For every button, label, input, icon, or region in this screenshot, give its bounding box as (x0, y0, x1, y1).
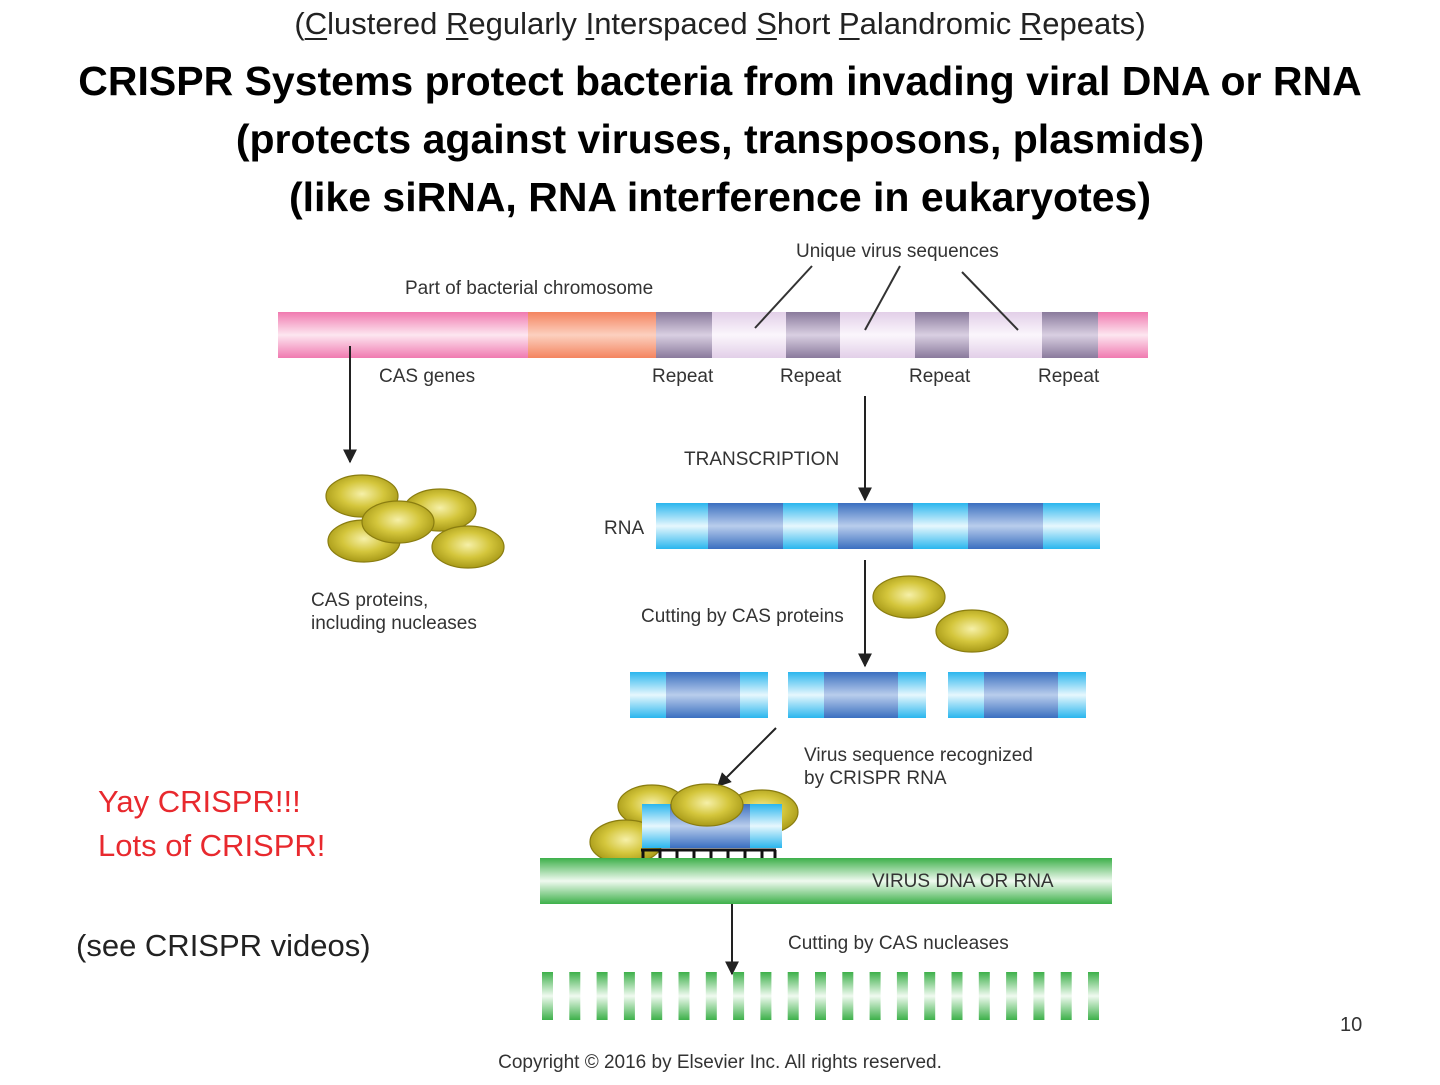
virus-fragment (951, 972, 963, 1020)
acronym-expansion: (Clustered Regularly Interspaced Short P… (294, 6, 1146, 41)
repeat-label-2: Repeat (780, 366, 842, 387)
unique-virus-sequences-label: Unique virus sequences (796, 241, 999, 262)
virus-fragment (596, 972, 608, 1020)
acronym-initial: I (585, 6, 595, 41)
acronym-word-rest: epeats (1042, 6, 1136, 41)
virus-fragment (978, 972, 990, 1020)
page-number: 10 (1340, 1014, 1363, 1036)
repeat-label-1: Repeat (652, 366, 714, 387)
acronym-word-rest: alandromic (859, 6, 1020, 41)
acronym-word-rest: lustered (327, 6, 446, 41)
virus-fragments (542, 972, 1099, 1020)
slide-title-line-2: (protects against viruses, transposons, … (235, 116, 1205, 162)
crispr-rna-fragments (630, 672, 1086, 718)
virus-fragment (815, 972, 826, 1020)
arrow-recognition (717, 727, 777, 787)
repeat-segment (915, 312, 969, 358)
cas-protein (670, 783, 744, 827)
virus-fragment (1006, 972, 1018, 1020)
spacer-segment (969, 312, 1042, 358)
repeat-segment (656, 312, 712, 358)
cas-protein (935, 609, 1009, 653)
repeat-segment (786, 312, 840, 358)
virus-fragment (869, 972, 881, 1020)
virus-fragment (842, 972, 854, 1020)
virus-fragment (623, 972, 635, 1020)
crispr-rna-fragment (788, 672, 926, 718)
slide-title-line-3: (like siRNA, RNA interference in eukaryo… (288, 174, 1152, 220)
virus-fragment (1088, 972, 1099, 1020)
virus-recognized-label-line-1: Virus sequence recognized (804, 745, 1033, 766)
cas-proteins-cluster (325, 474, 505, 569)
cas-genes-segment (528, 312, 656, 358)
virus-fragment (651, 972, 663, 1020)
spacer-segment (840, 312, 915, 358)
virus-fragment (787, 972, 799, 1020)
virus-dna-label: VIRUS DNA OR RNA (872, 871, 1054, 892)
acronym-initial: C (304, 6, 328, 41)
cutting-by-cas-proteins-label: Cutting by CAS proteins (641, 606, 844, 627)
slide-title-line-1: CRISPR Systems protect bacteria from inv… (78, 58, 1362, 104)
cutting-cas-proteins (872, 575, 1009, 653)
cas-proteins-label-line-1: CAS proteins, (311, 590, 428, 611)
virus-fragment (542, 972, 553, 1020)
rna-transcript (656, 503, 1100, 549)
crispr-rna-fragment (948, 672, 1086, 718)
virus-sequence-pointers (754, 265, 1019, 331)
acronym-initial: P (838, 6, 860, 41)
acronym-initial: R (1019, 6, 1043, 41)
crispr-rna-fragment (630, 672, 768, 718)
cas-protein (361, 500, 435, 544)
cas-proteins-label-line-2: including nucleases (311, 613, 477, 634)
acronym-word-rest: hort (776, 6, 839, 41)
virus-fragment (1033, 972, 1045, 1020)
cas-protein (431, 525, 505, 569)
virus-fragment (1060, 972, 1072, 1020)
rna-label: RNA (604, 518, 644, 539)
virus-dna-strand (540, 858, 1112, 904)
virus-fragment (760, 972, 772, 1020)
cas-protein (872, 575, 946, 619)
bacterial-chromosome-label: Part of bacterial chromosome (405, 278, 653, 299)
annotation-line-1: Yay CRISPR!!! (98, 784, 301, 819)
virus-recognized-label-line-2: by CRISPR RNA (804, 768, 947, 789)
repeat-segment (1042, 312, 1098, 358)
annotation-line-2: Lots of CRISPR! (98, 828, 326, 863)
virus-fragment (569, 972, 581, 1020)
virus-fragment (896, 972, 908, 1020)
acronym-word-rest: nterspaced (594, 6, 757, 41)
process-arrows (343, 346, 872, 976)
virus-fragment (678, 972, 690, 1020)
virus-fragment (733, 972, 745, 1020)
annotation-note: Yay CRISPR!!! Lots of CRISPR! (98, 780, 325, 868)
acronym-initial: R (445, 6, 469, 41)
see-videos-note: (see CRISPR videos) (76, 928, 371, 963)
repeat-label-3: Repeat (909, 366, 971, 387)
copyright-notice: Copyright © 2016 by Elsevier Inc. All ri… (498, 1052, 942, 1073)
acronym-word-rest: egularly (468, 6, 586, 41)
recognition-complex (589, 783, 799, 865)
virus-fragment (924, 972, 936, 1020)
spacer-segment (712, 312, 786, 358)
repeat-label-4: Repeat (1038, 366, 1100, 387)
bacterial-chromosome (278, 312, 1148, 358)
transcription-label: TRANSCRIPTION (684, 449, 839, 470)
cutting-by-cas-nucleases-label: Cutting by CAS nucleases (788, 933, 1009, 954)
virus-fragment (705, 972, 717, 1020)
acronym-initial: S (756, 6, 777, 41)
cas-genes-label: CAS genes (379, 366, 475, 387)
